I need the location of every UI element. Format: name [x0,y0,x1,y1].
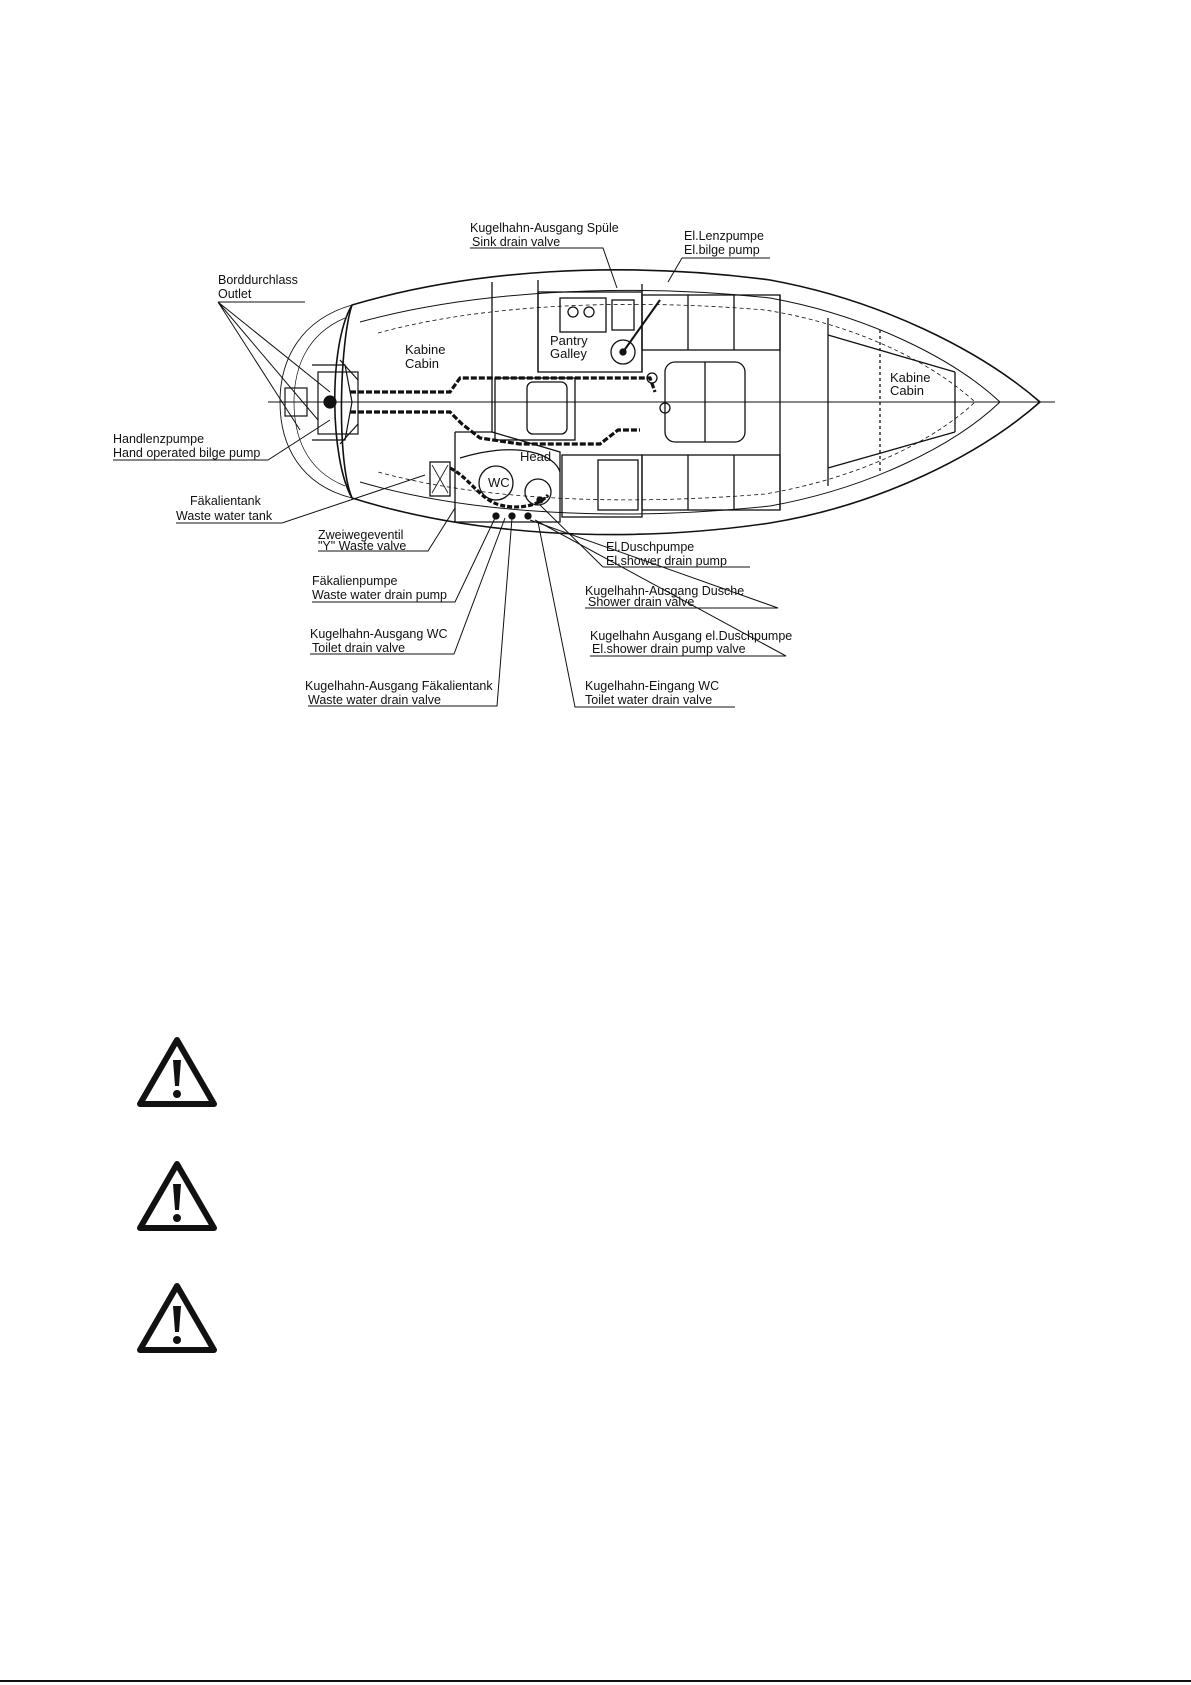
shower-valve-label-de: Kugelhahn-Ausgang Dusche [585,584,744,598]
waste-tank-label-en: Waste water tank [176,509,273,523]
shower-pump-label-en: El.shower drain pump [606,554,727,568]
pantry-label: Pantry [550,333,588,348]
bottom-rule [0,1680,1191,1682]
hand-pump-label-en: Hand operated bilge pump [113,446,260,460]
tank-valve-label-de: Kugelhahn-Ausgang Fäkalientank [305,679,493,693]
wc-valve-label-de: Kugelhahn-Ausgang WC [310,627,448,641]
bilge-pump-label-de: El.Lenzpumpe [684,229,764,243]
head-label: Head [520,449,551,464]
plumbing-hoses [350,299,661,509]
warning-triangle-icon [137,1037,217,1107]
warning-triangle-icon [137,1161,217,1231]
wc-inlet-label-en: Toilet water drain valve [585,693,712,707]
sink-valve-label-de: Kugelhahn-Ausgang Spüle [470,221,619,235]
shower-pump-valve-label-de: Kugelhahn Ausgang el.Duschpumpe [590,629,792,643]
y-valve-label-en: "Y" Waste valve [318,539,406,553]
outlet-label-de: Borddurchlass [218,273,298,287]
waste-pump-label-en: Waste water drain pump [312,588,447,602]
shower-pump-label-de: El.Duschpumpe [606,540,694,554]
shower-valve-label-en: Shower drain valve [588,595,694,609]
interior-layout [454,280,956,523]
wc-label: WC [488,475,510,490]
fore-cabin-label-de: Kabine [890,370,930,385]
y-valve-label-de: Zweiwegeventil [318,528,403,542]
aft-cabin-label-en: Cabin [405,356,439,371]
aft-cabin-label-de: Kabine [405,342,445,357]
hand-pump-label-de: Handlenzpumpe [113,432,204,446]
shower-pump-valve-label-en: El.shower drain pump valve [592,642,746,656]
head-fixtures [429,372,671,520]
outlet-label-en: Outlet [218,287,252,301]
callout-labels: Kugelhahn-Ausgang Spüle Sink drain valve… [113,221,792,707]
fore-cabin-label-en: Cabin [890,383,924,398]
bilge-pump-label-en: El.bilge pump [684,243,760,257]
wc-inlet-label-de: Kugelhahn-Eingang WC [585,679,719,693]
wc-valve-label-en: Toilet drain valve [312,641,405,655]
stern-fittings [284,359,359,445]
sink-valve-label-en: Sink drain valve [472,235,560,249]
callout-leaders [113,247,787,708]
warning-triangle-icon [137,1283,217,1353]
waste-tank-label-de: Fäkalientank [190,494,262,508]
waste-pump-label-de: Fäkalienpumpe [312,574,398,588]
galley-label: Galley [550,346,587,361]
wc-bowl [478,465,514,501]
tank-valve-label-en: Waste water drain valve [308,693,441,707]
